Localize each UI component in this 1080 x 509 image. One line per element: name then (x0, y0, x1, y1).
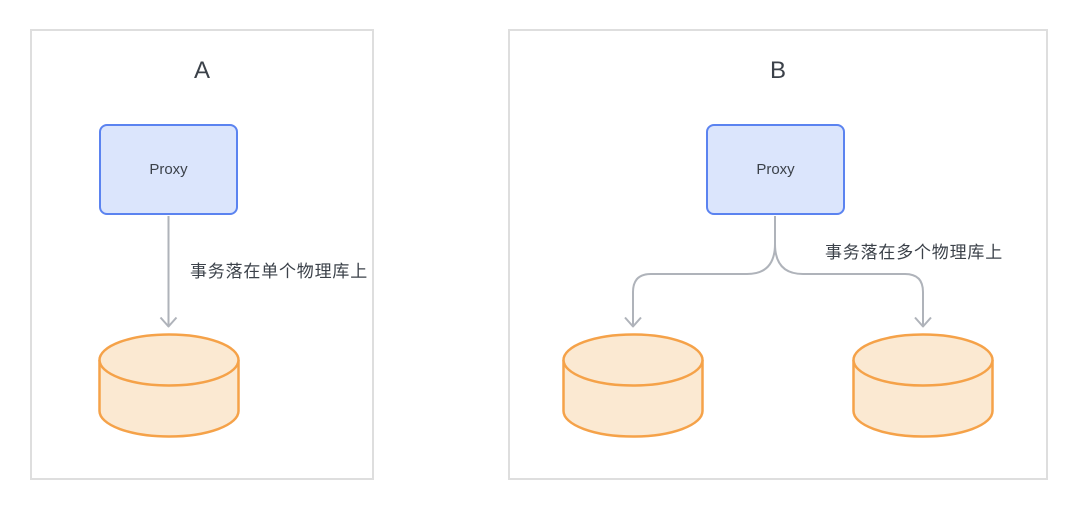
panel-b-title: B (769, 57, 786, 84)
annotation-single-db: 事务落在单个物理库上 (190, 262, 368, 281)
proxy-a-label: Proxy (149, 161, 188, 178)
panel-a-title: A (193, 57, 210, 84)
proxy-node-a: Proxy (99, 124, 238, 215)
proxy-b-label: Proxy (756, 161, 795, 178)
db-cylinder-icon (852, 333, 994, 438)
proxy-node-b: Proxy (706, 124, 845, 215)
annotation-multi-db: 事务落在多个物理库上 (825, 243, 1003, 262)
db-cylinder-icon (562, 333, 704, 438)
db-cylinder-icon (98, 333, 240, 438)
